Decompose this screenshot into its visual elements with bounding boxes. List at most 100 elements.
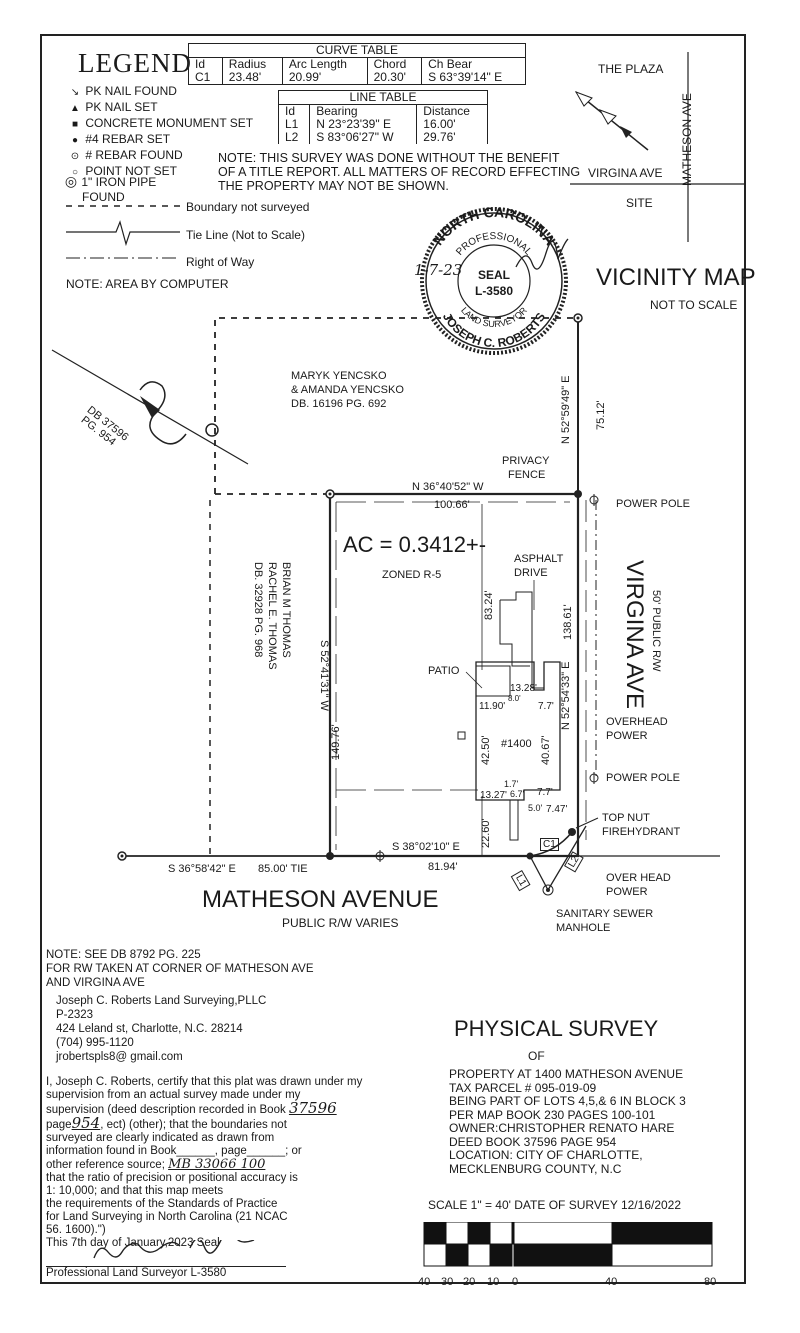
table-cell: 20.99' <box>281 71 368 85</box>
dimension-label: 7.7' <box>537 787 553 798</box>
table-cell: 20.30' <box>366 71 423 85</box>
rebar-set-icon: ● <box>71 135 79 146</box>
legend-item-label: PK NAIL SET <box>85 100 158 114</box>
cert-line: supervision from an actual survey made u… <box>46 1089 301 1101</box>
note-line: FOR RW TAKEN AT CORNER OF MATHESON AVE <box>46 963 314 975</box>
scale-tick: 10 <box>487 1276 500 1288</box>
street-virgina: VIRGINA AVE <box>621 560 648 709</box>
sewer-manhole-label: SANITARY SEWER <box>556 908 654 920</box>
dimension-label: 1.7' <box>504 779 519 789</box>
vicinity-title: VICINITY MAP <box>596 264 756 291</box>
fire-hydrant-icon <box>568 817 599 836</box>
scale-bar <box>423 1222 713 1267</box>
legend-row-label: Right of Way <box>186 255 255 269</box>
dimension-label: 22.60' <box>480 818 492 848</box>
handwritten-book: 37596 <box>288 1099 337 1117</box>
legend-item-label: POINT NOT SET <box>85 164 177 178</box>
table-cell: S 63°39'14" E <box>421 71 526 85</box>
legend-item: ● #4 REBAR SET <box>68 132 253 148</box>
surveyor-signature <box>93 1240 255 1259</box>
note-line: OF A TITLE REPORT. ALL MATTERS OF RECORD… <box>218 165 581 179</box>
seal-word: SEAL <box>478 268 510 282</box>
description-line: PER MAP BOOK 230 PAGES 100-101 <box>449 1107 656 1122</box>
overhead-power-label: OVERHEAD <box>606 716 668 728</box>
seal-signed-date: 1-7-23 <box>414 261 462 279</box>
rebar-set-icon <box>326 852 334 860</box>
fire-hydrant-label: FIREHYDRANT <box>602 826 681 838</box>
street-matheson: MATHESON AVENUE <box>202 886 439 913</box>
cert-line: supervision (deed description recorded i… <box>46 1104 286 1116</box>
fire-hydrant-label: TOP NUT <box>602 812 650 824</box>
scale-tick: 40 <box>605 1276 618 1288</box>
east-distance: 138.61' <box>562 604 574 640</box>
legend-item-label: PK NAIL FOUND <box>85 84 177 98</box>
scale-tick: 40 <box>418 1276 431 1288</box>
handwritten-page: 954 <box>71 1114 101 1132</box>
note-line: THE PROPERTY MAY NOT BE SHOWN. <box>218 179 449 193</box>
table-header-cell: Distance <box>416 104 488 118</box>
point-not-set-icon: ○ <box>71 167 79 178</box>
note-line: NOTE: SEE DB 8792 PG. 225 <box>46 949 201 961</box>
over-head-power-label: OVER HEAD <box>606 872 671 884</box>
area-label: AC = 0.3412+- <box>343 532 487 557</box>
line-l2 <box>547 825 587 891</box>
cert-line: information found in Book______, page___… <box>46 1145 302 1157</box>
legend-item-label: # REBAR FOUND <box>85 148 183 162</box>
physical-survey-of: OF <box>528 1049 545 1063</box>
table-cell: C1 <box>188 71 223 85</box>
ne-bearing: N 52°59'49" E <box>560 375 572 444</box>
pk-nail-found-icon: ↘ <box>70 87 80 98</box>
privacy-fence-label: FENCE <box>508 469 546 481</box>
concrete-monument-icon: ■ <box>71 119 79 130</box>
cert-line: for Land Surveying in North Carolina (21… <box>46 1211 288 1223</box>
west-bearing: S 52°41'31" W <box>318 640 330 711</box>
curve-table-title: CURVE TABLE <box>188 43 526 58</box>
legend-list: ↘ PK NAIL FOUND▲ PK NAIL SET■ CONCRETE M… <box>68 84 253 180</box>
dimension-label: 7.7' <box>538 701 554 712</box>
plat-drawing <box>51 313 720 896</box>
owner-west-line: RACHEL E. THOMAS <box>266 562 278 670</box>
curve-c1 <box>529 831 573 857</box>
vicinity-site: SITE <box>626 196 653 210</box>
company-phone: (704) 995-1120 <box>56 1037 134 1049</box>
scale-tick: 30 <box>441 1276 454 1288</box>
rebar-found-icon: ⊙ <box>70 151 80 162</box>
cert-line: that the ratio of precision or positiona… <box>46 1172 298 1184</box>
dimension-label: 40.67' <box>540 735 552 765</box>
sewer-manhole-label: MANHOLE <box>556 922 611 934</box>
cert-line: surveyed are clearly indicated as drawn … <box>46 1132 275 1144</box>
tie-break-symbol <box>139 381 187 445</box>
cert-line: the requirements of the Standards of Pra… <box>46 1198 278 1210</box>
dimension-label: 6.7' <box>510 789 525 799</box>
north-bearing: N 36°40'52" W <box>412 481 484 493</box>
legend-iron-pipe: ◎ 1" IRON PIPE FOUND <box>64 174 156 205</box>
cert-line: Professional Land Surveyor L-3580 <box>46 1266 286 1280</box>
legend-iron-pipe-label-2: FOUND <box>82 190 125 204</box>
table-cell: L1 <box>277 118 311 131</box>
ne-distance: 75.12' <box>595 400 607 430</box>
legend-item-label: #4 REBAR SET <box>85 132 171 146</box>
legend-boundary-label: Boundary not surveyed <box>186 200 310 214</box>
handwritten-reference: MB 33066 100 <box>168 1157 266 1172</box>
asphalt-drive-label: ASPHALT <box>514 553 564 565</box>
legend-tie-label: Tie Line (Not to Scale) <box>186 228 305 242</box>
power-pole-label: POWER POLE <box>616 498 690 510</box>
overhead-power-label: POWER <box>606 730 648 742</box>
row-width-label: 50' PUBLIC R/W <box>650 590 662 672</box>
legend-item-label: CONCRETE MONUMENT SET <box>85 116 254 130</box>
rebar-set-icon <box>574 490 582 498</box>
table-header-cell: Id <box>188 57 223 71</box>
dimension-label: 7.47' <box>546 804 568 815</box>
cert-line: 1: 10,000; and that this map meets <box>46 1185 224 1197</box>
north-distance: 100.66' <box>434 499 470 511</box>
note-line: NOTE: THIS SURVEY WAS DONE WITHOUT THE B… <box>218 151 560 165</box>
description-line: MECKLENBURG COUNTY, N.C <box>449 1161 622 1176</box>
legend-item: ↘ PK NAIL FOUND <box>68 84 253 100</box>
house-number: #1400 <box>501 738 532 750</box>
power-pole-icon <box>589 494 599 506</box>
matheson-row-label: PUBLIC R/W VARIES <box>282 916 399 930</box>
